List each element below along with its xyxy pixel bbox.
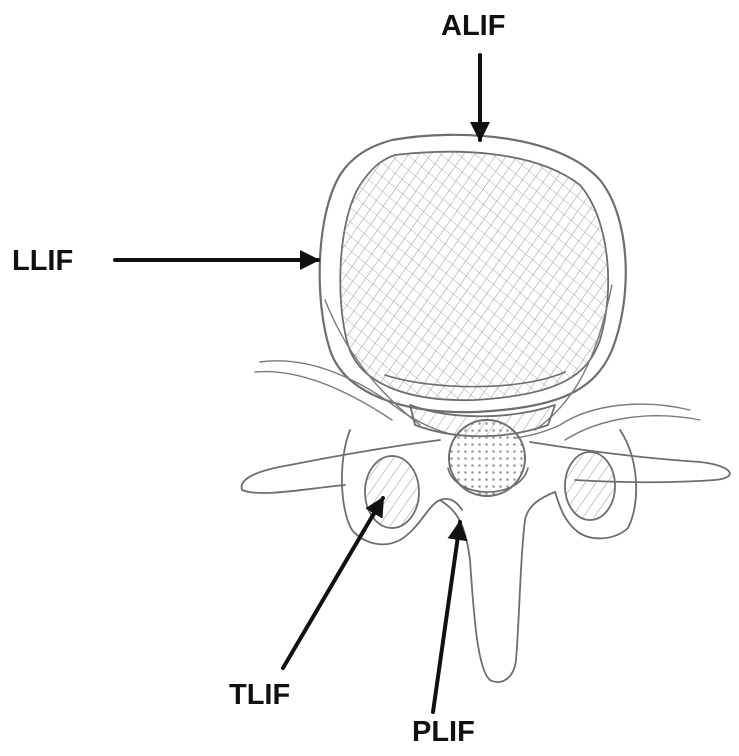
plif-arrow	[433, 522, 460, 712]
llif-label: LLIF	[12, 247, 73, 276]
alif-label: ALIF	[441, 12, 505, 41]
tlif-arrow	[283, 498, 383, 668]
tlif-label: TLIF	[229, 681, 290, 710]
posterior-elements	[242, 405, 730, 682]
plif-label: PLIF	[412, 718, 475, 747]
